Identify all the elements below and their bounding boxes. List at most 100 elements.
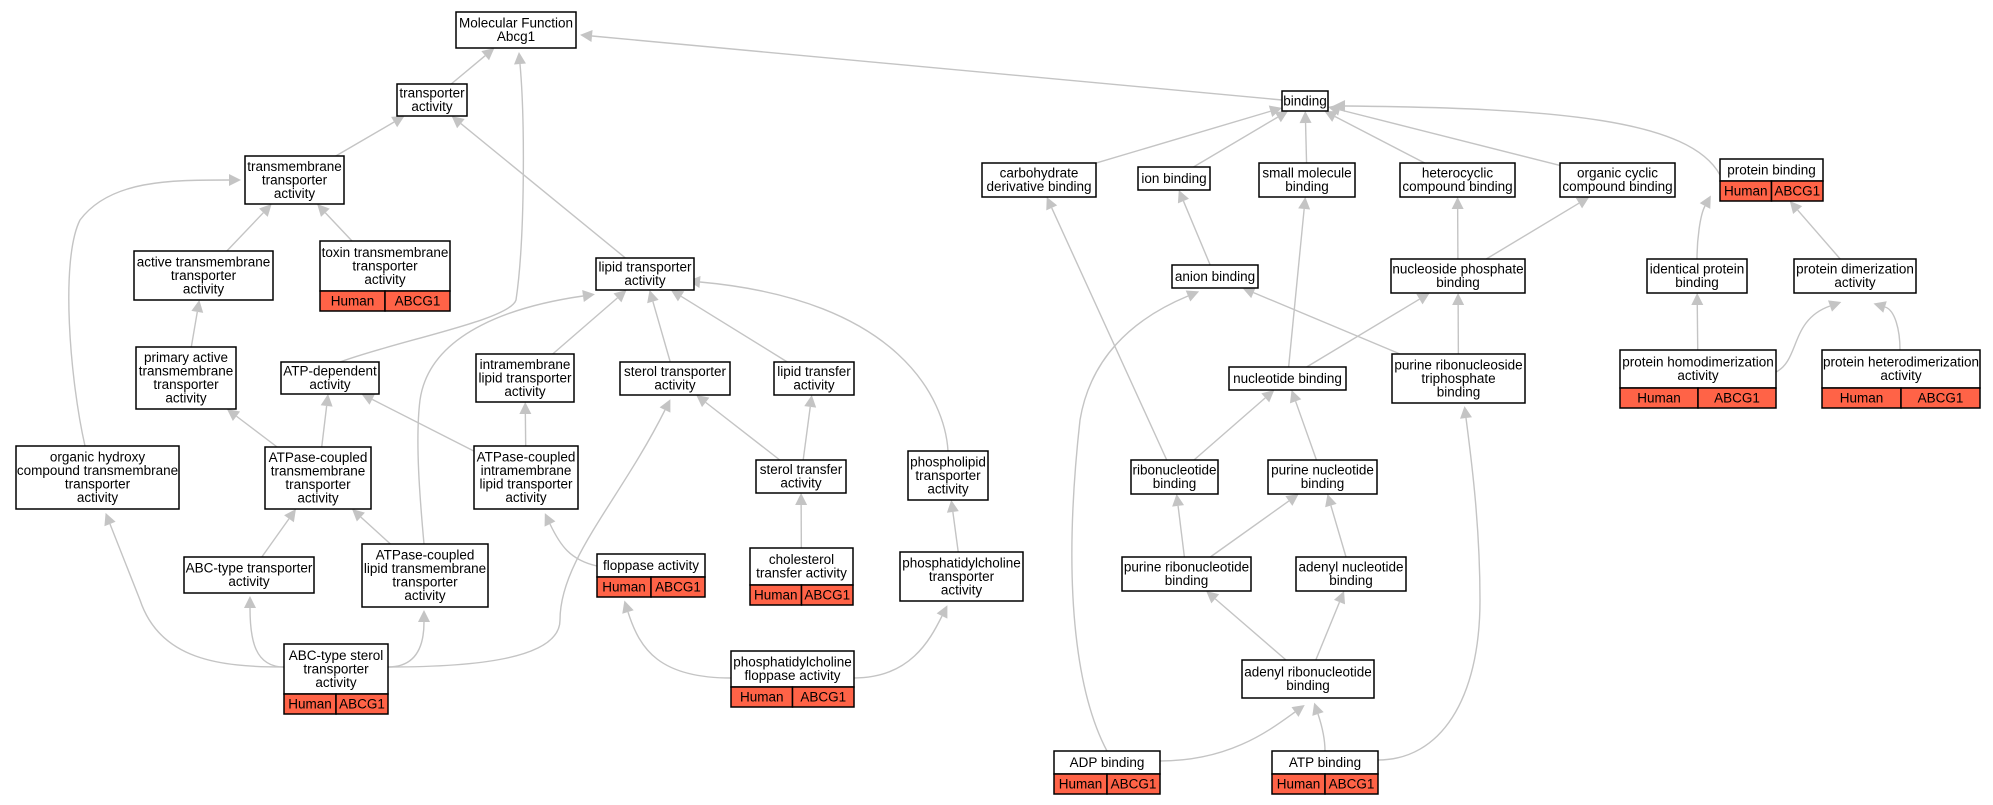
- node-ion-binding[interactable]: ion binding: [1137, 166, 1211, 191]
- node-label-line: derivative binding: [986, 179, 1091, 194]
- gene-cell: [800, 584, 854, 606]
- edge-nucleoside-phosphate-binding-to-organic-cyclic-compound-binding-arrowhead: [1575, 197, 1590, 209]
- node-toxin-transmembrane-transporter-activity[interactable]: toxin transmembranetransporteractivityHu…: [319, 240, 451, 312]
- node-label-line: intramembrane: [481, 463, 572, 478]
- node-box: [1171, 264, 1259, 289]
- edge-atp-binding-to-purine-ribonucleoside-triphosphate-binding: [1377, 417, 1481, 761]
- node-binding[interactable]: binding: [1281, 90, 1329, 112]
- node-label-line: adenyl ribonucleotide: [1244, 665, 1372, 680]
- node-box: [755, 459, 847, 494]
- edge-active-transmembrane-transporter-activity-to-transmembrane-transporter-activity-arrowhead: [259, 204, 272, 217]
- node-box: [244, 155, 345, 205]
- edge-organic-hydroxy-compound-transmembrane-transporter-activity-to-transmembrane-transporter-activity: [68, 179, 230, 447]
- node-label-line: ATP-dependent: [283, 364, 377, 379]
- gene-label: ABCG1: [1714, 391, 1760, 406]
- node-label-line: ATPase-coupled: [376, 548, 475, 563]
- edge-purine-ribonucleotide-binding-to-ribonucleotide-binding-arrowhead: [1172, 494, 1185, 507]
- edge-atpase-coupled-lipid-transmembrane-transporter-activity-to-atpase-coupled-transmembrane-transporter-activity: [360, 516, 391, 545]
- node-label-line: protein heterodimerization: [1823, 355, 1979, 370]
- edge-atp-binding-to-adenyl-ribonucleotide-binding: [1317, 713, 1326, 752]
- node-label-line: ion binding: [1141, 171, 1206, 186]
- node-nucleotide-binding[interactable]: nucleotide binding: [1228, 366, 1347, 391]
- node-label-line: binding: [1285, 179, 1329, 194]
- edge-ribonucleotide-binding-to-nucleotide-binding-arrowhead: [1261, 390, 1275, 403]
- edge-atpase-coupled-intramembrane-lipid-transporter-activity-to-atp-dependent-activity-arrowhead: [361, 394, 375, 405]
- node-label-line: activity: [315, 675, 357, 690]
- node-label-line: toxin transmembrane: [322, 245, 449, 260]
- node-label-line: activity: [780, 476, 822, 491]
- node-atpase-coupled-transmembrane-transporter-activity[interactable]: ATPase-coupledtransmembranetransporterac…: [264, 446, 372, 510]
- node-label-line: ATPase-coupled: [269, 450, 368, 465]
- node-label-line: activity: [297, 491, 339, 506]
- node-label-line: compound binding: [1402, 179, 1512, 194]
- node-box: [1821, 349, 1981, 389]
- node-anion-binding[interactable]: anion binding: [1171, 264, 1259, 289]
- gene-cell: [1900, 387, 1981, 409]
- node-label-line: ribonucleotide: [1132, 463, 1216, 478]
- node-label-line: protein binding: [1727, 162, 1816, 177]
- node-label-line: floppase activity: [744, 668, 840, 683]
- gene-label: ABCG1: [804, 588, 850, 603]
- node-primary-active-transmembrane-transporter-activity[interactable]: primary activetransmembranetransporterac…: [135, 346, 237, 410]
- node-box: [899, 551, 1024, 602]
- node-label-line: transporter: [153, 377, 219, 392]
- node-box: [1241, 659, 1375, 699]
- node-label-line: binding: [1437, 384, 1481, 399]
- edge-ribonucleotide-binding-to-nucleotide-binding: [1193, 397, 1266, 461]
- edge-floppase-activity-to-atpase-coupled-intramembrane-lipid-transporter-activity: [549, 523, 598, 567]
- node-label-line: nucleotide binding: [1233, 371, 1342, 386]
- edge-atpase-coupled-transmembrane-transporter-activity-to-atp-dependent-activity: [321, 405, 328, 448]
- edge-protein-dimerization-activity-to-protein-binding: [1797, 209, 1841, 260]
- edge-small-molecule-binding-to-binding: [1304, 122, 1308, 164]
- edge-atpase-coupled-intramembrane-lipid-transporter-activity-to-intramembrane-lipid-transporter-activity-arrowhead: [519, 402, 532, 415]
- edge-abc-type-sterol-transporter-activity-to-organic-hydroxy-compound-transmembrane-transporter-activity-arrowhead: [104, 512, 116, 527]
- species-label: Human: [1059, 777, 1103, 792]
- edge-phospholipid-transporter-activity-to-lipid-transporter-activity: [699, 281, 949, 452]
- node-box: [773, 361, 855, 396]
- node-label-line: activity: [624, 273, 666, 288]
- node-label-line: activity: [793, 378, 835, 393]
- edge-adenyl-ribonucleotide-binding-to-adenyl-nucleotide-binding: [1315, 601, 1341, 661]
- edge-identical-protein-binding-to-protein-binding: [1696, 205, 1706, 260]
- edge-phosphatidylcholine-floppase-activity-to-floppase-activity: [627, 611, 732, 679]
- edge-transporter-activity-to-molecular-function-arrowhead: [481, 48, 495, 61]
